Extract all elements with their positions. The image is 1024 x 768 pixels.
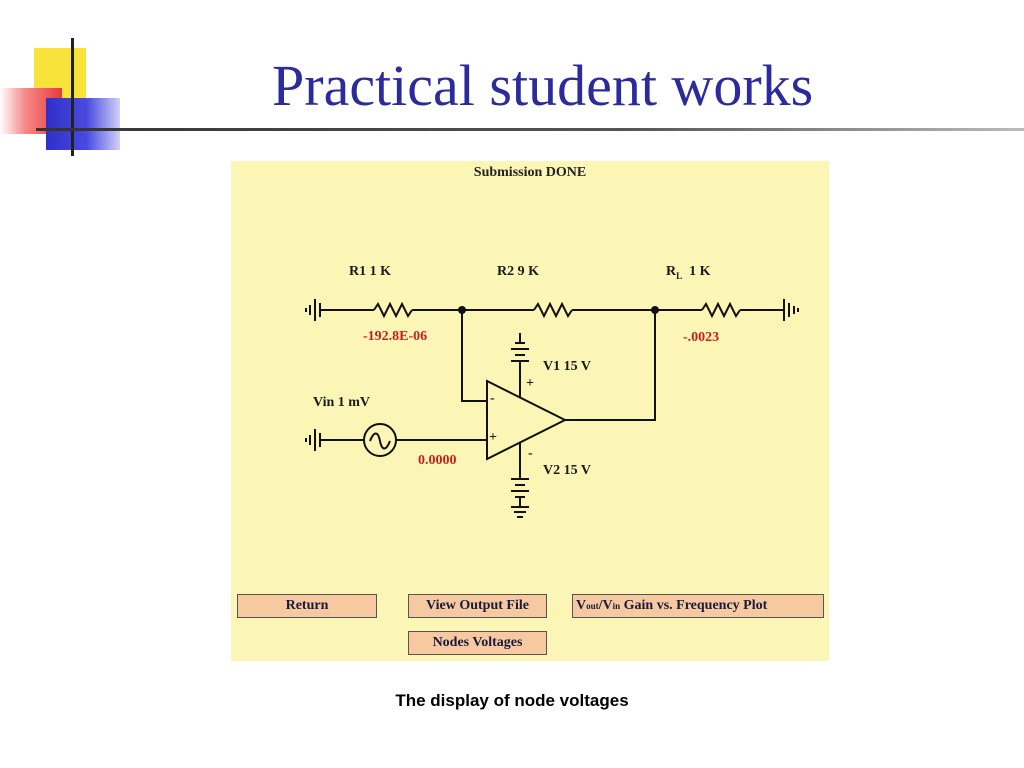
op-amp — [486, 379, 568, 461]
slide-caption: The display of node voltages — [395, 691, 629, 710]
rl-resistor — [655, 301, 784, 319]
circuit-diagram — [305, 299, 799, 518]
ground-symbol-left — [305, 299, 321, 321]
node-dot-output — [651, 306, 659, 314]
v1-ground — [519, 333, 521, 337]
inverting-node-voltage: -192.8E-06 — [363, 329, 428, 344]
r2-resistor — [462, 301, 655, 319]
slide-title: Practical student works — [272, 53, 814, 118]
r2-label: R2 9 K — [497, 264, 539, 279]
v2-source — [511, 443, 529, 518]
title-underline — [36, 128, 1024, 131]
v2-label: V2 15 V — [543, 463, 591, 478]
vin-ground — [305, 429, 321, 451]
v2-minus-pin: - — [528, 446, 533, 461]
v1-plus-pin: + — [526, 376, 534, 391]
return-button[interactable]: Return — [237, 594, 377, 618]
simulator-panel: Submission DONE — [231, 161, 829, 661]
v1-source — [511, 333, 529, 397]
output-feedback-wire — [565, 310, 656, 421]
corner-vertical-line — [71, 38, 74, 156]
r1-resistor — [320, 301, 462, 319]
r1-label: R1 1 K — [349, 264, 391, 279]
v1-label: V1 15 V — [543, 359, 591, 374]
node-dot-inverting — [458, 306, 466, 314]
corner-blue-square — [46, 98, 120, 150]
output-node-voltage: -.0023 — [683, 330, 720, 345]
ground-symbol-right — [783, 299, 799, 321]
nodes-voltages-button[interactable]: Nodes Voltages — [408, 631, 547, 655]
noninverting-node-voltage: 0.0000 — [418, 453, 457, 468]
vin-label: Vin 1 mV — [313, 395, 371, 410]
rl-label: RL 1 K — [666, 264, 711, 281]
vin-sine — [369, 432, 391, 450]
opamp-minus-pin: - — [490, 391, 495, 406]
submission-status: Submission DONE — [473, 165, 587, 180]
opamp-plus-pin: + — [489, 430, 497, 445]
view-output-file-button[interactable]: View Output File — [408, 594, 547, 618]
inverting-input-wire — [461, 310, 487, 402]
